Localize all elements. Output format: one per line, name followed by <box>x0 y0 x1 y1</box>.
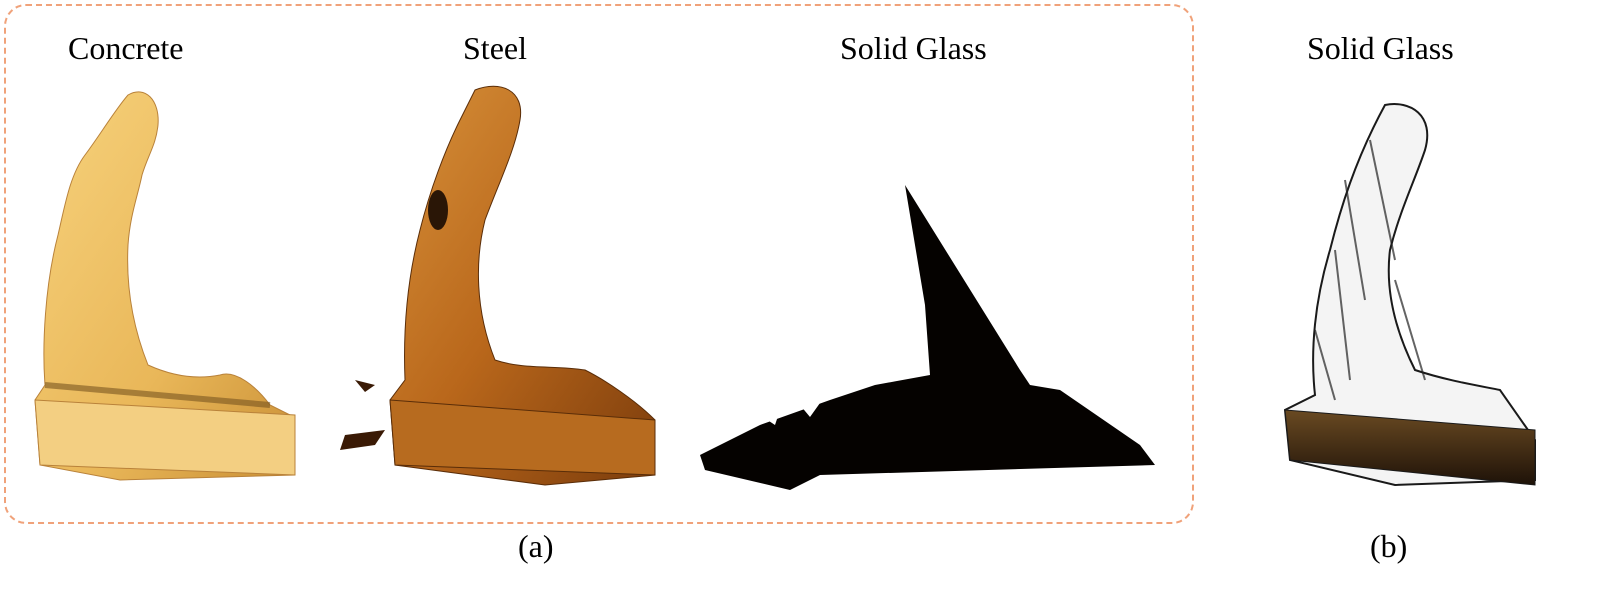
glass-statue-image <box>1283 103 1536 487</box>
label-solid-glass-b: Solid Glass <box>1307 30 1454 66</box>
label-concrete: Concrete <box>68 30 184 66</box>
concrete-statue-image <box>34 91 296 481</box>
label-solid-glass-a: Solid Glass <box>840 30 987 66</box>
glass-shadow-image <box>700 185 1155 490</box>
caption-a: (a) <box>518 528 554 564</box>
steel-statue-image <box>340 85 656 486</box>
label-steel: Steel <box>463 30 527 66</box>
caption-b: (b) <box>1370 528 1408 564</box>
panel-a-frame <box>4 4 1194 524</box>
